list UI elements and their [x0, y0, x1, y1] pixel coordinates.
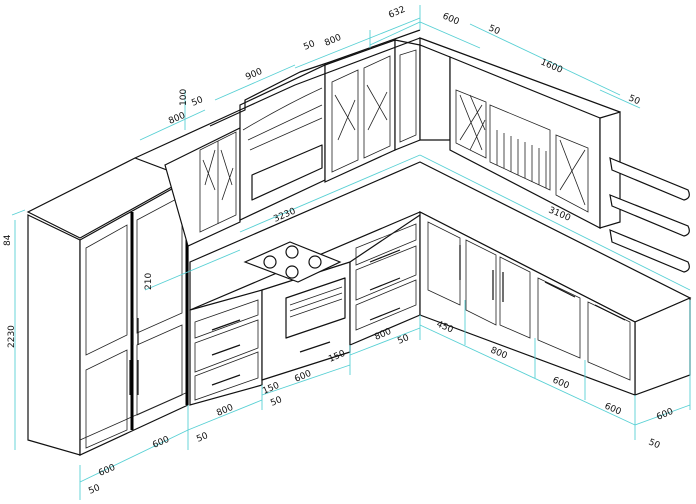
dim-50: 50 [190, 95, 205, 109]
dimension-lines [11, 5, 691, 500]
dim-50: 50 [269, 395, 284, 409]
dim-900: 900 [244, 67, 264, 83]
dim-632: 632 [387, 5, 407, 21]
base-cabinets-left [189, 213, 421, 406]
tall-fridge-unit [26, 157, 190, 456]
dim-50: 50 [302, 39, 317, 53]
dim-50: 50 [647, 438, 662, 452]
dim-600: 600 [441, 12, 461, 28]
dim-84: 84 [3, 234, 13, 246]
dim-50: 50 [195, 431, 210, 445]
dim-800: 800 [323, 33, 343, 49]
dim-100: 100 [179, 89, 189, 106]
dim-2230: 2230 [7, 325, 17, 348]
dim-600: 600 [655, 407, 675, 423]
dim-600: 600 [293, 369, 313, 385]
dim-800: 800 [167, 111, 187, 127]
dim-210: 210 [144, 273, 154, 290]
upper-cabinets-left [134, 29, 421, 247]
dim-800: 800 [215, 403, 235, 419]
dim-50: 50 [487, 24, 502, 38]
dim-1600: 1600 [539, 58, 564, 76]
dim-800: 800 [489, 346, 509, 362]
dim-50: 50 [87, 483, 102, 497]
dim-50: 50 [627, 94, 642, 108]
wall-shelves [609, 157, 690, 273]
dim-50: 50 [396, 333, 411, 347]
cooktop [243, 241, 342, 283]
dim-600: 600 [151, 435, 171, 451]
dim-600: 600 [551, 376, 571, 392]
dim-150: 150 [261, 381, 281, 397]
